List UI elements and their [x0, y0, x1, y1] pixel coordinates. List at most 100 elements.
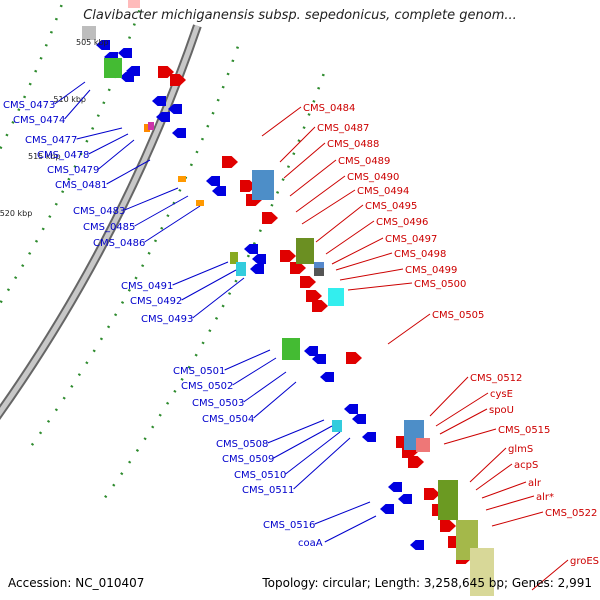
olive-feature-box — [296, 238, 314, 264]
right-gene-label: CMS_0490 — [347, 172, 399, 183]
right-leader-line — [429, 376, 469, 417]
right-gene-label: CMS_0494 — [357, 186, 409, 197]
grey-feature-box — [314, 268, 324, 276]
right-leader-line — [443, 428, 497, 445]
right-gene-label: CMS_0489 — [338, 156, 390, 167]
reverse-gene-arrow — [362, 432, 376, 442]
reverse-gene-arrow — [398, 494, 412, 504]
right-gene-label: CMS_0488 — [327, 139, 379, 150]
forward-gene-arrow — [280, 250, 296, 262]
left-gene-label: CMS_0516 — [263, 520, 315, 531]
right-gene-label: CMS_0512 — [470, 373, 522, 384]
right-leader-line — [387, 313, 431, 345]
cyan-feature-box — [328, 288, 344, 306]
orange-feature-box — [196, 200, 204, 206]
left-leader-line — [232, 357, 277, 386]
right-leader-line — [301, 189, 356, 225]
right-leader-line — [469, 447, 507, 483]
right-gene-label: glmS — [508, 444, 533, 455]
forward-gene-arrow — [312, 300, 328, 312]
left-gene-label: CMS_0477 — [25, 135, 77, 146]
right-leader-line — [279, 126, 316, 163]
orange-feature-box — [144, 124, 150, 132]
reverse-gene-arrow — [380, 504, 394, 514]
forward-gene-arrow — [408, 456, 424, 468]
label-leaders — [54, 81, 569, 591]
forward-gene-arrow — [170, 74, 186, 86]
orange-feature-box — [178, 176, 186, 182]
left-gene-label: CMS_0481 — [55, 180, 107, 191]
left-leader-line — [76, 127, 123, 140]
left-gene-label: CMS_0485 — [83, 222, 135, 233]
right-leader-line — [475, 463, 513, 491]
rrna-box — [104, 58, 122, 78]
tick-label: 515 kbp — [28, 152, 61, 161]
right-gene-label: spoU — [489, 405, 514, 416]
reverse-gene-arrow — [244, 244, 258, 254]
gene-features — [82, 0, 494, 596]
left-gene-label: CMS_0479 — [47, 165, 99, 176]
forward-gene-arrow — [290, 262, 306, 274]
map-title: Clavibacter michiganensis subsp. sepedon… — [83, 8, 517, 23]
left-gene-label: CMS_0473 — [3, 100, 55, 111]
forward-gene-arrow — [440, 520, 456, 532]
left-gene-label: CMS_0483 — [73, 206, 125, 217]
left-leader-line — [285, 431, 341, 475]
left-leader-line — [192, 277, 245, 319]
forward-gene-arrow — [346, 352, 362, 364]
left-gene-label: CMS_0491 — [121, 281, 173, 292]
right-leader-line — [325, 220, 375, 255]
left-leader-line — [98, 139, 135, 170]
reverse-gene-arrow — [206, 176, 220, 186]
pink-feature-box — [128, 0, 140, 8]
left-leader-line — [106, 159, 151, 185]
right-leader-line — [289, 159, 337, 197]
magenta-feature-box — [148, 122, 154, 130]
left-leader-line — [64, 89, 91, 120]
reverse-gene-arrow — [410, 540, 424, 550]
left-leader-line — [293, 437, 351, 490]
right-gene-label: CMS_0496 — [376, 217, 428, 228]
left-gene-label: CMS_0508 — [216, 439, 268, 450]
gene-labels: CMS_0473CMS_0474CMS_0477CMS_0478CMS_0479… — [3, 100, 599, 567]
reverse-gene-arrow — [320, 372, 334, 382]
reverse-gene-arrow — [252, 254, 266, 264]
right-gene-label: CMS_0487 — [317, 123, 369, 134]
pink-feature-box — [416, 438, 430, 452]
right-leader-line — [335, 252, 393, 271]
reverse-gene-arrow — [344, 404, 358, 414]
right-gene-label: CMS_0499 — [405, 265, 457, 276]
tick-label: 505 kbp — [76, 38, 109, 47]
reverse-gene-arrow — [250, 264, 264, 274]
left-gene-label: CMS_0502 — [181, 381, 233, 392]
left-leader-line — [181, 269, 237, 301]
forward-gene-arrow — [424, 488, 440, 500]
left-leader-line — [124, 187, 179, 211]
left-gene-label: CMS_0501 — [173, 366, 225, 377]
left-gene-label: CMS_0510 — [234, 470, 286, 481]
right-leader-line — [481, 481, 527, 499]
reverse-gene-arrow — [312, 354, 326, 364]
right-gene-label: CMS_0498 — [394, 249, 446, 260]
green-feature-box — [282, 338, 300, 360]
forward-gene-arrow — [300, 276, 316, 288]
right-gene-label: CMS_0505 — [432, 310, 484, 321]
olive-feature-box — [230, 252, 238, 264]
right-leader-line — [491, 511, 544, 527]
left-leader-line — [324, 515, 377, 543]
left-gene-label: CMS_0511 — [242, 485, 294, 496]
right-leader-line — [315, 204, 364, 243]
forward-gene-arrow — [222, 156, 238, 168]
reverse-gene-arrow — [120, 72, 134, 82]
grey-feature-box — [82, 26, 96, 40]
left-gene-label: CMS_0503 — [192, 398, 244, 409]
left-leader-line — [253, 381, 297, 419]
right-gene-label: CMS_0484 — [303, 103, 355, 114]
reverse-gene-arrow — [388, 482, 402, 492]
right-gene-label: cysE — [490, 389, 513, 400]
right-gene-label: CMS_0500 — [414, 279, 466, 290]
right-gene-label: CMS_0515 — [498, 425, 550, 436]
right-gene-label: alr — [528, 478, 542, 489]
